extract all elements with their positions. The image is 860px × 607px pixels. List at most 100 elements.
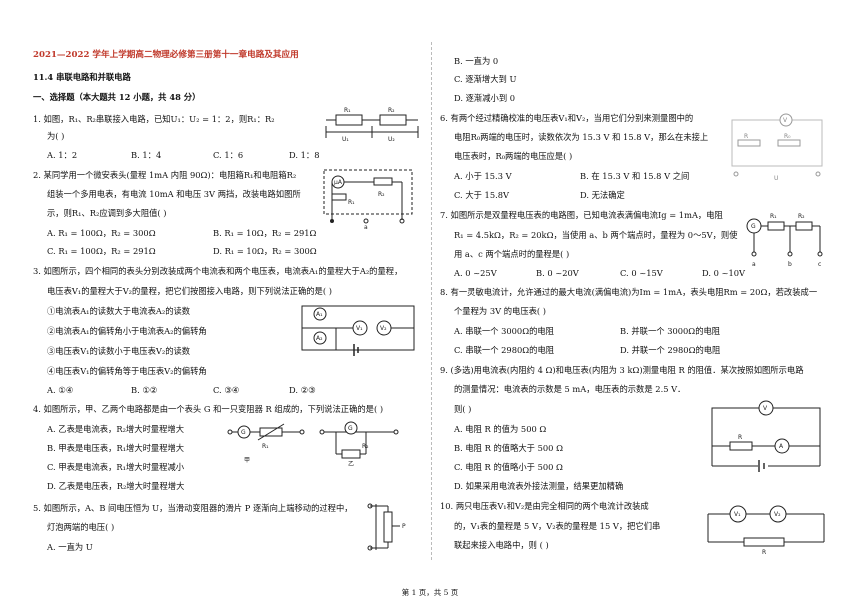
q5-rheostat-lamp-figure: P xyxy=(367,503,406,551)
q3-meters-circuit-figure: A₁ A₂ V₁ V₂ xyxy=(301,305,415,356)
q1-text-2: 为( ) xyxy=(47,131,65,141)
svg-text:R₁: R₁ xyxy=(770,213,777,220)
q2-option-d: D. R₁ = 10Ω，R₂ = 300Ω xyxy=(213,246,317,256)
svg-text:R: R xyxy=(738,434,742,441)
q5-option-c: C. 逐渐增大到 U xyxy=(454,74,517,84)
q10-series-voltmeters-figure: V₁ V₂ R xyxy=(707,505,825,556)
svg-text:V: V xyxy=(783,117,788,124)
q6-text-2: 电阻R₀两端的电压时，读数依次为 15.3 V 和 15.8 V，那么在未接上 xyxy=(454,132,709,142)
svg-text:R₁: R₁ xyxy=(348,199,355,206)
q3-option-d: D. ②③ xyxy=(289,385,316,395)
page-footer: 第 1 页，共 5 页 xyxy=(401,588,459,597)
svg-text:V₂: V₂ xyxy=(380,325,387,332)
q1-option-a: A. 1：2 xyxy=(47,150,78,160)
q3-option-a: A. ①④ xyxy=(47,385,74,395)
q7-option-c: C. 0 ~15V xyxy=(620,268,663,278)
q2-meter-circuit-figure: μA R₁ R₂ a xyxy=(323,169,413,230)
q9-option-c: C. 电阻 R 的值略小于 500 Ω xyxy=(454,462,563,472)
svg-text:b: b xyxy=(788,261,792,268)
q6-option-b: B. 在 15.3 V 和 15.8 V 之间 xyxy=(580,171,690,181)
q5-option-a: A. 一直为 U xyxy=(47,542,93,552)
svg-text:U: U xyxy=(774,175,778,182)
q8-option-c: C. 串联一个 2980Ω的电阻 xyxy=(454,345,555,355)
svg-text:G: G xyxy=(241,429,246,436)
q9-text-3: 则( ) xyxy=(454,404,472,414)
q7-option-d: D. 0 ~10V xyxy=(702,268,746,278)
q3-statement-2: ②电流表A₁的偏转角小于电流表A₂的偏转角 xyxy=(47,326,207,336)
q2-text-3: 示，则R₁、R₂应调到多大阻值( ) xyxy=(47,208,167,218)
q5-option-d: D. 逐渐减小到 0 xyxy=(454,93,516,103)
svg-text:R₀: R₀ xyxy=(784,133,791,140)
svg-text:U₁: U₁ xyxy=(342,136,349,143)
q6-option-c: C. 大于 15.8V xyxy=(454,190,510,200)
q9-option-b: B. 电阻 R 的值略大于 500 Ω xyxy=(454,443,563,453)
q5-text: 5. 如图所示，A、B 间电压恒为 U，当滑动变阻器的滑片 P 逐渐向上端移动的… xyxy=(33,503,353,513)
q2-text: 2. 某同学用一个微安表头(量程 1mA 内阻 90Ω)：电阻箱R₁和电阻箱R₂ xyxy=(33,170,297,180)
q9-ammeter-voltmeter-figure: V R A xyxy=(711,400,821,472)
q4-option-a: A. 乙表是电流表，R₂增大时量程增大 xyxy=(47,424,184,434)
q8-text: 8. 有一灵敏电流计，允许通过的最大电流(满偏电流)为Im = 1mA，表头电阻… xyxy=(440,287,818,297)
section-heading: 11.4 串联电路和并联电路 xyxy=(33,72,131,82)
q3-statement-3: ③电压表V₁的读数小于电压表V₂的读数 xyxy=(47,346,191,356)
q3-statement-1: ①电流表A₁的读数大于电流表A₂的读数 xyxy=(47,306,191,316)
q3-option-c: C. ③④ xyxy=(213,385,240,395)
svg-text:μA: μA xyxy=(334,179,343,186)
q10-text-2: 的，V₁表的量程是 5 V，V₂表的量程是 15 V，把它们串 xyxy=(454,521,661,531)
column-divider xyxy=(431,42,432,560)
svg-text:P: P xyxy=(402,523,406,530)
svg-text:c: c xyxy=(818,261,821,268)
q1-text: 1. 如图，R₁、R₂串联接入电路，已知U₁：U₂ = 1：2，则R₁：R₂ xyxy=(33,114,275,124)
q8-option-b: B. 并联一个 3000Ω的电阻 xyxy=(620,326,721,336)
q2-option-a: A. R₁ = 100Ω，R₂ = 300Ω xyxy=(47,228,156,238)
q6-text-3: 电压表时，R₀两端的电压应是( ) xyxy=(454,151,573,161)
svg-text:R: R xyxy=(744,133,748,140)
q4-label-a: 甲 xyxy=(244,457,250,464)
q6-option-d: D. 无法确定 xyxy=(580,190,625,200)
q3-option-b: B. ①② xyxy=(131,385,158,395)
q3-statement-4: ④电压表V₁的偏转角等于电压表V₂的偏转角 xyxy=(47,366,207,376)
svg-text:R₂: R₂ xyxy=(798,213,805,220)
svg-text:R₂: R₂ xyxy=(362,443,369,450)
q4-galvanometer-circuits-figure: G R₁ 甲 G R₂ 乙 xyxy=(227,421,399,468)
q7-dual-range-voltmeter-figure: G R₁ R₂ a b c xyxy=(746,213,823,268)
q8-option-d: D. 并联一个 2980Ω的电阻 xyxy=(620,345,721,355)
q4-option-c: C. 甲表是电流表，R₁增大时量程减小 xyxy=(47,462,185,472)
q8-option-a: A. 串联一个 3000Ω的电阻 xyxy=(454,326,554,336)
q5-text-2: 灯泡两端的电压( ) xyxy=(47,522,115,532)
q7-option-a: A. 0 ~25V xyxy=(454,268,497,278)
q10-text: 10. 两只电压表V₁和V₂是由完全相同的两个电流计改装成 xyxy=(440,501,649,511)
q4-text: 4. 如图所示，甲、乙两个电路都是由一个表头 G 和一只变阻器 R 组成的，下列… xyxy=(33,404,384,414)
q2-option-c: C. R₁ = 100Ω，R₂ = 291Ω xyxy=(47,246,156,256)
svg-text:a: a xyxy=(752,261,756,268)
svg-text:A₁: A₁ xyxy=(316,311,323,318)
q3-text: 3. 如图所示，四个相同的表头分别改装成两个电流表和两个电压表，电流表A₁的量程… xyxy=(33,266,403,276)
q7-text: 7. 如图所示是双量程电压表的电路图，已知电流表满偏电流Ig = 1mA，电阻 xyxy=(440,210,723,220)
svg-text:R₂: R₂ xyxy=(378,191,385,198)
q9-text: 9. (多选)用电流表(内阻约 4 Ω)和电压表(内阻为 3 kΩ)测量电阻 R… xyxy=(440,365,804,375)
q5-option-b: B. 一直为 0 xyxy=(454,56,499,66)
q8-text-2: 个量程为 3V 的电压表( ) xyxy=(454,306,547,316)
q6-voltmeter-circuit-figure: V R R₀ U xyxy=(731,113,823,182)
svg-text:G: G xyxy=(348,425,353,432)
q7-text-2: R₁ = 4.5kΩ，R₂ = 20kΩ，当使用 a、b 两个端点时，量程为 0… xyxy=(454,230,738,240)
q2-text-2: 组装一个多用电表，有电流 10mA 和电压 3V 两挡，改装电路如图所 xyxy=(47,189,301,199)
svg-text:R₂: R₂ xyxy=(388,107,395,114)
svg-text:A: A xyxy=(779,443,784,450)
q1-option-d: D. 1：8 xyxy=(289,150,320,160)
svg-text:U₂: U₂ xyxy=(388,136,395,143)
q7-text-3: 用 a、c 两个端点时的量程是( ) xyxy=(454,249,570,259)
svg-text:G: G xyxy=(751,223,756,230)
q9-text-2: 的测量情况：电流表的示数是 5 mA，电压表的示数是 2.5 V． xyxy=(454,384,686,394)
svg-text:R: R xyxy=(762,549,766,556)
q4-label-b: 乙 xyxy=(348,461,354,468)
q1-option-c: C. 1：6 xyxy=(213,150,244,160)
q4-option-d: D. 乙表是电压表，R₂增大时量程增大 xyxy=(47,481,185,491)
q6-option-a: A. 小于 15.3 V xyxy=(454,171,512,181)
part-heading: 一、选择题（本大题共 12 小题，共 48 分） xyxy=(33,92,201,102)
q10-text-3: 联起来接入电路中，则 ( ) xyxy=(454,540,549,550)
svg-text:R₁: R₁ xyxy=(344,107,351,114)
q2-option-b: B. R₁ = 10Ω，R₂ = 291Ω xyxy=(213,228,317,238)
q9-option-d: D. 如果采用电流表外接法测量，结果更加精确 xyxy=(454,481,624,491)
svg-text:a: a xyxy=(364,224,368,230)
